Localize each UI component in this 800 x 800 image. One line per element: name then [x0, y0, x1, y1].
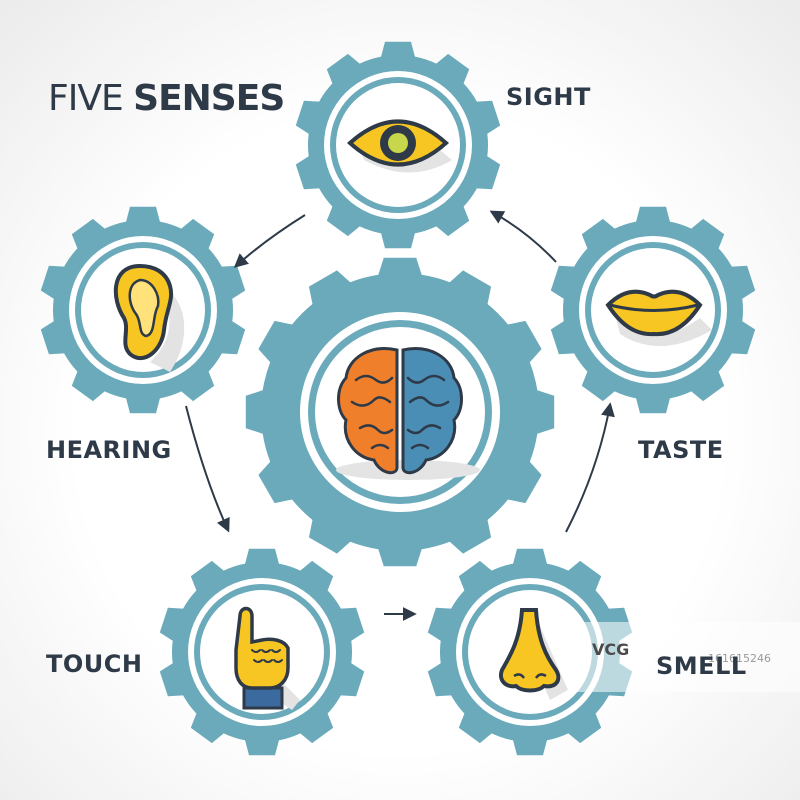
- label-touch: TOUCH: [46, 650, 143, 678]
- title-word-five: FIVE: [48, 78, 124, 119]
- label-taste: TASTE: [638, 436, 724, 464]
- label-smell: SMELL: [656, 652, 747, 680]
- center-gear: [245, 257, 555, 567]
- page-title: FIVE SENSES: [48, 78, 285, 119]
- watermark-banner: [576, 622, 800, 692]
- label-sight: SIGHT: [506, 83, 591, 111]
- eye-icon: [347, 119, 452, 173]
- arrow-sight-to-hearing: [233, 214, 306, 268]
- arrow-hearing-to-touch: [185, 405, 230, 533]
- watermark-id: 161615246: [708, 652, 771, 665]
- nose-icon: [499, 608, 568, 700]
- arrow-taste-to-sight: [489, 210, 557, 263]
- lips-icon: [605, 289, 712, 347]
- arrow-smell-to-taste: [565, 402, 615, 533]
- title-word-senses: SENSES: [133, 78, 285, 119]
- flow-arrows: [185, 210, 615, 621]
- ear-icon: [113, 263, 185, 372]
- watermark-logo: VCG: [592, 640, 630, 659]
- pointing-hand-icon: [234, 606, 300, 710]
- brain-icon: [336, 347, 480, 480]
- label-hearing: HEARING: [46, 436, 172, 464]
